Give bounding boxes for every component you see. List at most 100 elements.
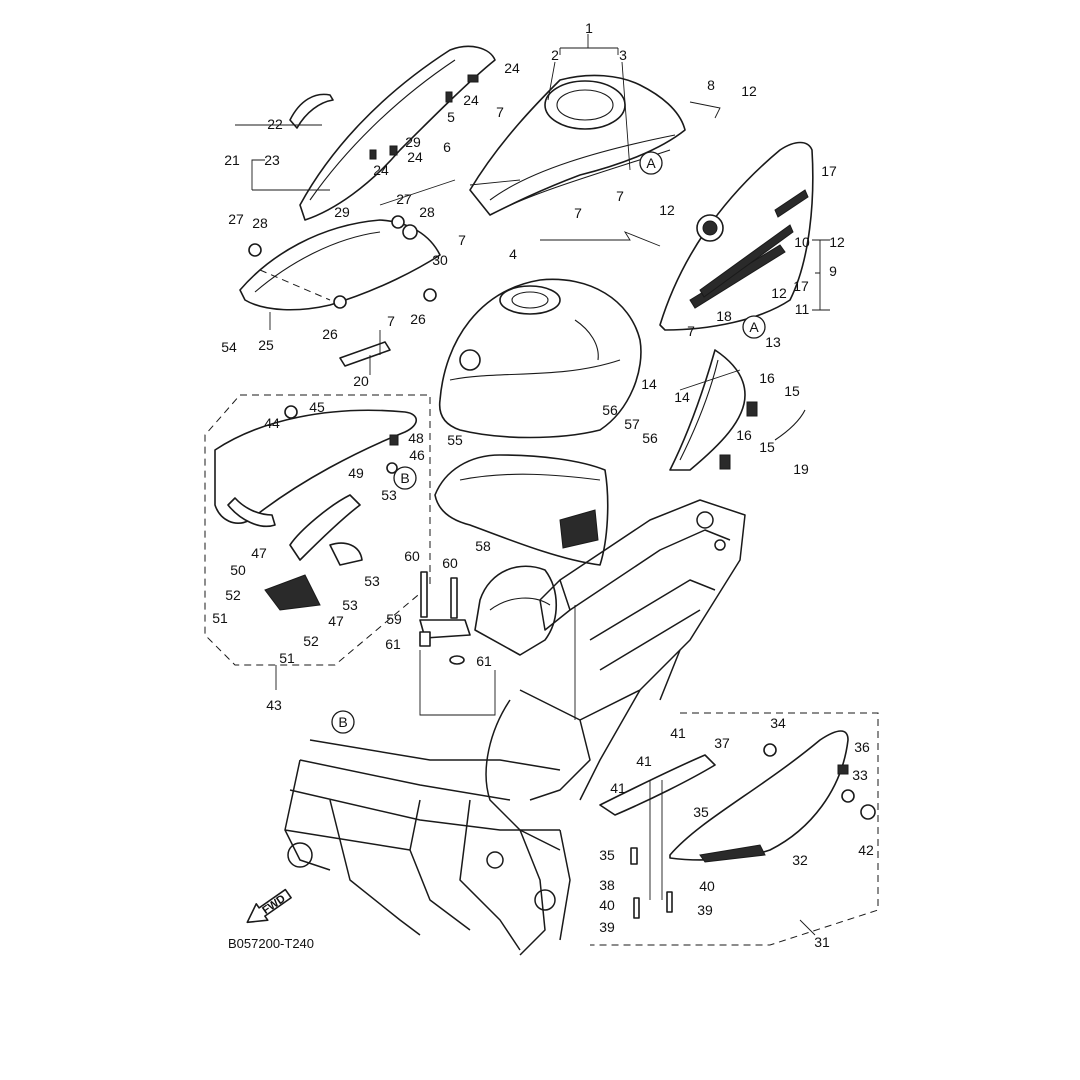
callout-38: 38 <box>599 877 615 893</box>
callout-47-b: 47 <box>328 613 344 629</box>
callout-12-d: 12 <box>771 285 787 301</box>
callout-11: 11 <box>795 301 810 317</box>
callout-49: 49 <box>348 465 364 481</box>
callout-12-b: 12 <box>659 202 675 218</box>
callout-24-b: 24 <box>463 92 479 108</box>
callout-19: 19 <box>793 461 809 477</box>
callout-16-a: 16 <box>759 370 775 386</box>
callout-41-a: 41 <box>670 725 686 741</box>
callout-37: 37 <box>714 735 730 751</box>
view-marker-b-frame: B <box>331 710 355 734</box>
callout-56-a: 56 <box>602 402 618 418</box>
svg-text:B: B <box>400 470 409 486</box>
callout-17-b: 17 <box>793 278 809 294</box>
callout-29-a: 29 <box>405 134 421 150</box>
callout-2: 2 <box>551 47 559 63</box>
callout-60-b: 60 <box>442 555 458 571</box>
callout-36: 36 <box>854 739 870 755</box>
callout-12-a: 12 <box>741 83 757 99</box>
callout-9: 9 <box>829 263 837 279</box>
callout-5: 5 <box>447 109 455 125</box>
callout-12-c: 12 <box>829 234 845 250</box>
callout-18: 18 <box>716 308 732 324</box>
callout-40-b: 40 <box>699 878 715 894</box>
fwd-arrow: FWD <box>246 888 292 924</box>
side-cover-assembly <box>239 45 496 367</box>
callout-26-b: 26 <box>410 311 426 327</box>
callout-27-a: 27 <box>228 211 244 227</box>
callout-51-b: 51 <box>279 650 295 666</box>
callout-53-c: 53 <box>342 597 358 613</box>
callout-39-b: 39 <box>697 902 713 918</box>
callout-57: 57 <box>624 416 640 432</box>
callout-24-d: 24 <box>373 162 389 178</box>
callout-47-a: 47 <box>251 545 267 561</box>
callout-10: 10 <box>794 234 810 250</box>
callout-29-b: 29 <box>334 204 350 220</box>
callout-59: 59 <box>386 611 402 627</box>
callout-52-b: 52 <box>303 633 319 649</box>
callout-21: 21 <box>224 152 240 168</box>
tank-inner-cover <box>434 454 609 566</box>
callout-48: 48 <box>408 430 424 446</box>
callout-24-c: 24 <box>407 149 423 165</box>
callout-61-a: 61 <box>385 636 401 652</box>
tank-side-bracket <box>669 349 806 471</box>
callout-56-b: 56 <box>642 430 658 446</box>
callout-35-b: 35 <box>599 847 615 863</box>
callout-7-b: 7 <box>616 188 624 204</box>
svg-text:A: A <box>646 155 656 171</box>
drawing-code: B057200-T240 <box>228 936 314 951</box>
callout-26-a: 26 <box>322 326 338 342</box>
callout-44: 44 <box>264 415 280 431</box>
callout-33: 33 <box>852 767 868 783</box>
callout-7-f: 7 <box>687 323 695 339</box>
callout-53-b: 53 <box>364 573 380 589</box>
view-marker-b-box: B <box>393 466 417 490</box>
callout-22: 22 <box>267 116 283 132</box>
callout-43: 43 <box>266 697 282 713</box>
callout-14-a: 14 <box>641 376 657 392</box>
callout-3: 3 <box>619 47 627 63</box>
callout-50: 50 <box>230 562 246 578</box>
callout-31: 31 <box>814 934 830 950</box>
main-frame <box>284 499 746 956</box>
callout-17-a: 17 <box>821 163 837 179</box>
callout-7-c: 7 <box>574 205 582 221</box>
callout-7-a: 7 <box>496 104 504 120</box>
callout-60-a: 60 <box>404 548 420 564</box>
view-marker-a-lower: A <box>742 315 766 339</box>
callout-16-b: 16 <box>736 427 752 443</box>
callout-15-a: 15 <box>784 383 800 399</box>
callout-35-a: 35 <box>693 804 709 820</box>
callout-14-b: 14 <box>674 389 690 405</box>
callout-52-a: 52 <box>225 587 241 603</box>
callout-30: 30 <box>432 252 448 268</box>
callout-24-a: 24 <box>504 60 520 76</box>
callout-39-a: 39 <box>599 919 615 935</box>
callout-46: 46 <box>409 447 425 463</box>
view-marker-a-upper: A <box>639 151 663 175</box>
callout-25: 25 <box>258 337 274 353</box>
battery-bracket <box>419 565 557 665</box>
callout-13: 13 <box>765 334 781 350</box>
callout-20: 20 <box>353 373 369 389</box>
callout-40-a: 40 <box>599 897 615 913</box>
under-cover-box <box>590 712 879 946</box>
callout-53-a: 53 <box>381 487 397 503</box>
callout-51-a: 51 <box>212 610 228 626</box>
fuel-tank <box>438 278 642 439</box>
callout-23: 23 <box>264 152 280 168</box>
part-callouts: 1 2 3 4 5 6 7 7 7 7 7 7 8 9 10 11 12 12 … <box>212 20 874 950</box>
callout-34: 34 <box>770 715 786 731</box>
callout-1: 1 <box>585 20 593 36</box>
callout-28-b: 28 <box>419 204 435 220</box>
callout-54: 54 <box>221 339 237 355</box>
callout-58: 58 <box>475 538 491 554</box>
leader-lines <box>235 34 830 936</box>
callout-6: 6 <box>443 139 451 155</box>
callout-41-b: 41 <box>636 753 652 769</box>
callout-28-a: 28 <box>252 215 268 231</box>
callout-7-d: 7 <box>458 232 466 248</box>
callout-4: 4 <box>509 246 517 262</box>
